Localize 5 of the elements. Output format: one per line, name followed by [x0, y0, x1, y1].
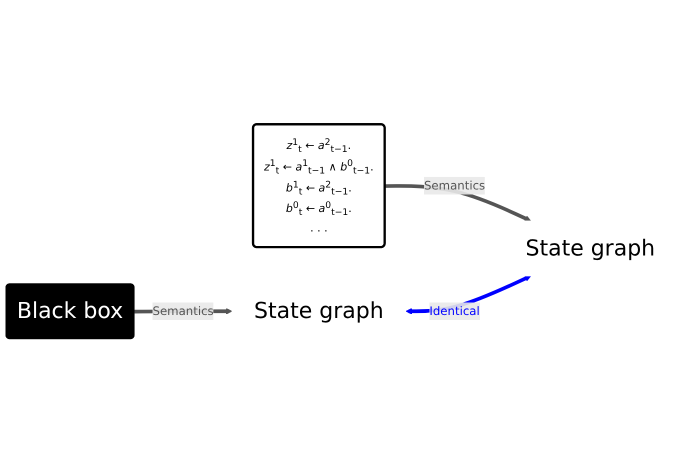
edge-label: Semantics: [424, 178, 486, 192]
node-text: State graph: [525, 236, 656, 262]
edge-label: Identical: [429, 304, 480, 318]
edge-label: Semantics: [152, 304, 214, 318]
node-text: State graph: [254, 298, 384, 324]
